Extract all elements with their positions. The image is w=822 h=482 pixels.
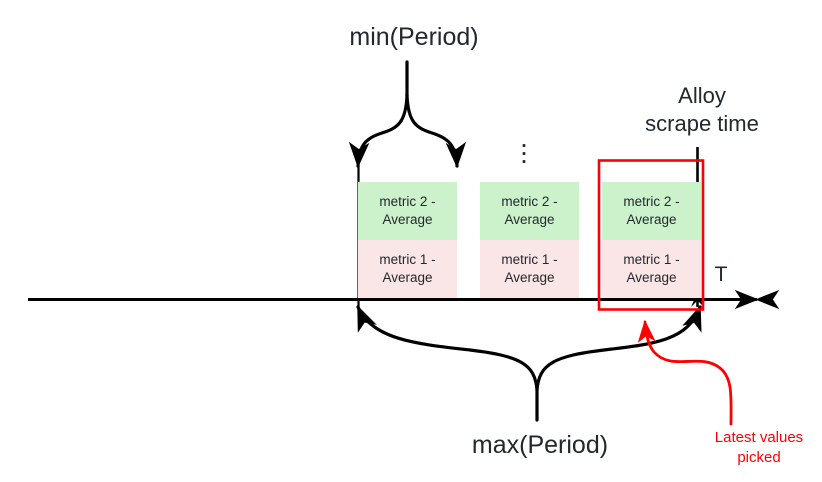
metric-cell-line1: metric 1 - — [623, 251, 680, 267]
latest-values-picked-label: Latest values picked — [714, 429, 804, 466]
max-period-label: max(Period) — [471, 431, 609, 459]
latest-values-highlight-rect — [597, 159, 705, 311]
metric-cell-line1: metric 1 - — [501, 251, 558, 267]
metric-2-average-cell: metric 2 - Average — [480, 182, 579, 240]
metric-2-average-cell: metric 2 - Average — [602, 182, 701, 240]
metric-cell-line1: metric 2 - — [623, 193, 680, 209]
metric-cell-line2: Average — [626, 212, 677, 227]
metric-cell-line1: metric 2 - — [501, 193, 558, 209]
ellipsis-continuation-icon: ... — [521, 131, 527, 168]
metric-cell-line1: metric 1 - — [379, 251, 436, 267]
alloy-scrape-time-label: Alloy scrape time — [645, 83, 759, 136]
metric-1-average-cell: metric 1 - Average — [480, 240, 579, 298]
min-period-label: min(Period) — [349, 23, 479, 51]
metric-cell-line2: Average — [504, 212, 555, 227]
min-period-brace-arrow — [348, 60, 467, 168]
metric-group-1: metric 2 - Average metric 1 - Average — [358, 182, 457, 298]
time-axis-label: T — [714, 263, 728, 286]
metric-2-average-cell: metric 2 - Average — [358, 182, 457, 240]
metric-cell-line2: Average — [504, 270, 555, 285]
metric-cell-line2: Average — [626, 270, 677, 285]
latest-values-callout-arrow — [637, 319, 733, 426]
metric-cell-line2: Average — [382, 212, 433, 227]
metric-1-average-cell: metric 1 - Average — [602, 240, 701, 298]
alloy-pointer-arrowhead — [691, 292, 704, 307]
metric-cell-line2: Average — [382, 270, 433, 285]
max-period-brace-arrow — [356, 305, 702, 422]
metric-1-average-cell: metric 1 - Average — [358, 240, 457, 298]
metric-cell-line1: metric 2 - — [379, 193, 436, 209]
metric-group-3: metric 2 - Average metric 1 - Average — [602, 182, 701, 298]
metric-group-2: metric 2 - Average metric 1 - Average — [480, 182, 579, 298]
